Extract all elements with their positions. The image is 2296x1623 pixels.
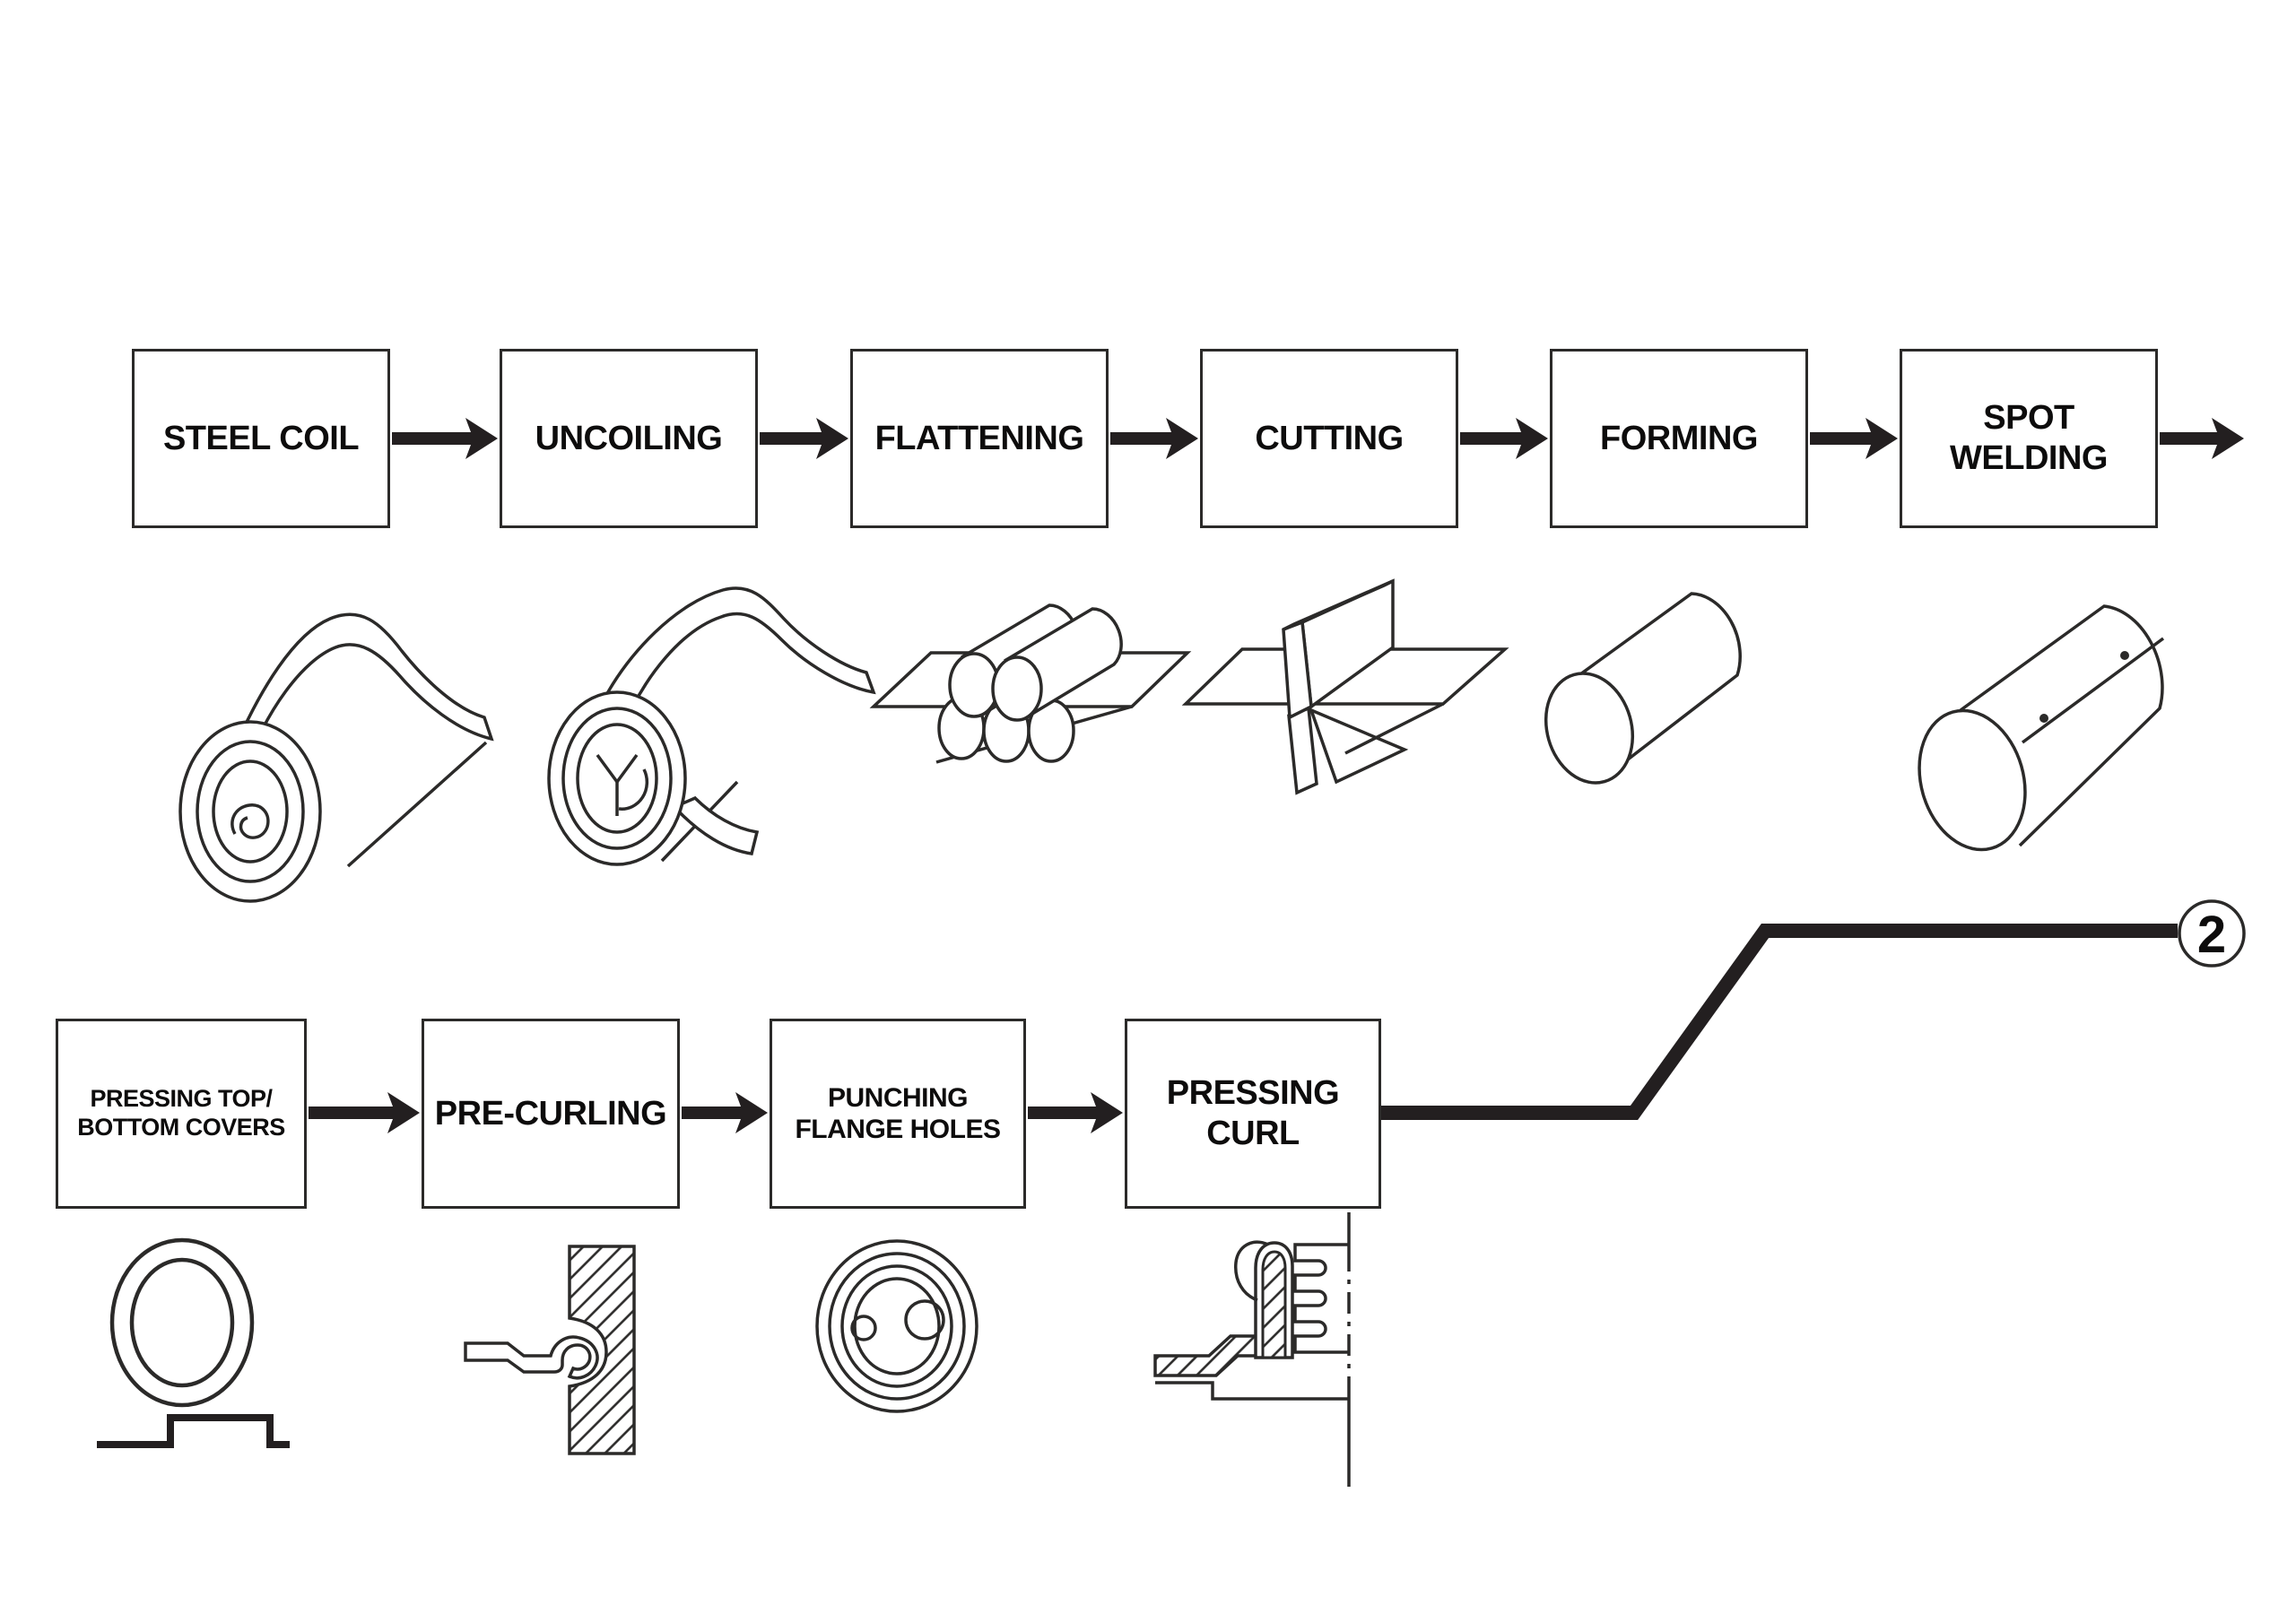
- uncoiling-illustration: [547, 586, 876, 866]
- connector-line: [1381, 924, 2178, 1120]
- top-row-arrows: [392, 418, 2244, 459]
- step-box-spot-welding: SPOT WELDING: [1900, 349, 2158, 528]
- steel-coil-illustration: [178, 612, 494, 903]
- arrow-icon: [682, 1092, 768, 1133]
- continuation-connector: 2: [1381, 899, 2246, 1120]
- arrow-icon: [760, 418, 848, 459]
- continuation-number: 2: [2197, 906, 2226, 964]
- step-box-punching-flange-holes: PUNCHING FLANGE HOLES: [770, 1019, 1026, 1209]
- step-box-pre-curling: PRE-CURLING: [422, 1019, 680, 1209]
- arrow-continuation-icon: [2160, 418, 2244, 459]
- step-box-flattening: FLATTENING: [850, 349, 1109, 528]
- flange-hole: [904, 1299, 945, 1341]
- weld-spot: [2120, 651, 2129, 660]
- spot-welding-illustration: [1918, 604, 2165, 852]
- cover-ring-illustration: [97, 1237, 290, 1448]
- forming-illustration: [1544, 592, 1742, 785]
- step-box-pressing-covers: PRESSING TOP/ BOTTOM COVERS: [56, 1019, 307, 1209]
- punched-flange-illustration: [815, 1239, 978, 1413]
- bottom-row-arrows: [309, 1092, 1123, 1133]
- pressing-curl-illustration: [1153, 1212, 1351, 1487]
- arrow-icon: [392, 418, 498, 459]
- flange-hole: [850, 1315, 877, 1341]
- arrow-icon: [1460, 418, 1548, 459]
- cutting-illustration: [1181, 578, 1509, 795]
- arrow-icon: [1028, 1092, 1123, 1133]
- step-box-uncoiling: UNCOILING: [500, 349, 758, 528]
- arrow-icon: [309, 1092, 420, 1133]
- weld-spot: [2039, 714, 2048, 723]
- step-box-forming: FORMING: [1550, 349, 1808, 528]
- flattening-illustration: [869, 603, 1192, 764]
- arrow-icon: [1110, 418, 1198, 459]
- arrow-icon: [1810, 418, 1898, 459]
- mandrel-y-mark: [596, 753, 639, 816]
- pre-curling-illustration: [464, 1245, 636, 1455]
- step-box-steel-coil: STEEL COIL: [132, 349, 390, 528]
- step-box-cutting: CUTTING: [1200, 349, 1458, 528]
- continuation-circle: [2178, 899, 2246, 968]
- step-box-pressing-curl: PRESSING CURL: [1125, 1019, 1381, 1209]
